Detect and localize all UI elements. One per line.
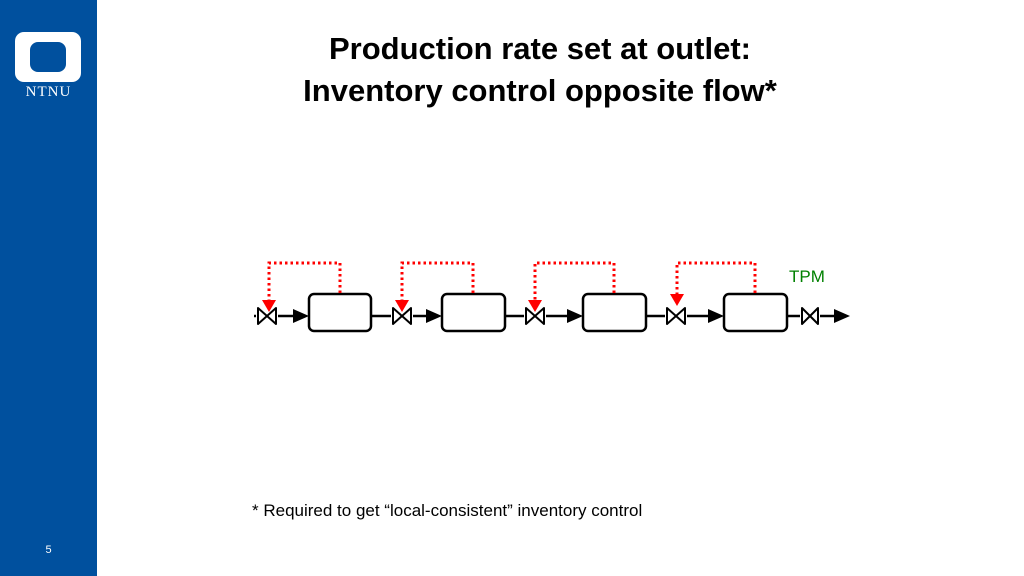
process-unit-2 [440,292,507,333]
control-loop-3 [533,261,616,300]
valve-icon [257,307,277,325]
footnote: * Required to get “local-consistent” inv… [252,501,643,520]
control-loop-4 [675,261,757,296]
control-arrow-icon [395,300,409,312]
slide-title: Production rate set at outlet: Inventory… [240,28,840,112]
logo-inner-shape [30,42,66,72]
process-unit-1 [307,292,373,333]
flow-arrow-icon [708,309,724,323]
control-arrow-icon [262,300,276,312]
ntnu-logo-icon [15,32,81,82]
process-unit-4 [722,292,789,333]
page-number: 5 [45,544,52,556]
tpm-valve-icon [801,307,819,325]
control-arrow-icon [670,294,684,306]
process-unit-3 [581,292,648,333]
title-line-2: Inventory control opposite flow* [303,73,777,108]
sidebar: NTNU 5 [0,0,97,576]
flow-arrow-icon [567,309,583,323]
valve-icon [666,307,686,325]
valve-icon [392,307,412,325]
flow-arrow-icon [426,309,442,323]
tpm-label: TPM [789,267,825,286]
title-line-1: Production rate set at outlet: [329,31,751,66]
logo-text: NTNU [25,84,72,100]
flow-arrow-icon [293,309,309,323]
control-arrow-icon [528,300,542,312]
flow-arrow-icon [834,309,850,323]
valve-icon [525,307,545,325]
